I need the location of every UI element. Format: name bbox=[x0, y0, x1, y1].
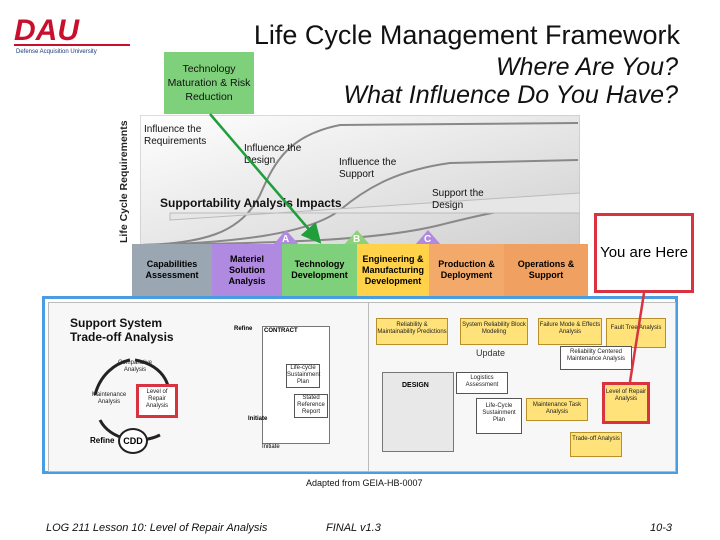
milestone-a: A bbox=[282, 234, 290, 245]
phase-capabilities-assessment: Capabilities Assessment bbox=[132, 244, 212, 296]
influence-curve-1 bbox=[141, 122, 579, 246]
design-drawing bbox=[382, 372, 454, 452]
logo-tagline: Defense Acquisition University bbox=[16, 49, 97, 55]
box-rcm: Reliability Centered Maintenance Analysi… bbox=[560, 346, 632, 370]
phase-materiel-solution-analysis: Materiel Solution Analysis bbox=[212, 244, 282, 296]
box-label: Failure Mode & Effects Analysis bbox=[539, 322, 601, 335]
label-influence-support: Influence the Support bbox=[339, 157, 397, 180]
mta-label: Maintenance Task Analysis bbox=[532, 402, 582, 415]
box-rbd-modeling: System Reliability Block Modeling bbox=[460, 318, 528, 345]
box-mta: Maintenance Task Analysis bbox=[526, 398, 588, 421]
callout-text: You are Here bbox=[600, 244, 688, 261]
cdd-label: CDD bbox=[123, 436, 143, 446]
node-lora-highlight: Level of Repair Analysis bbox=[136, 384, 178, 418]
refine-label: Refine bbox=[90, 436, 115, 445]
source-note: Adapted from GEIA-HB-0007 bbox=[306, 478, 423, 488]
label-support-design: Support the Design bbox=[432, 188, 484, 211]
milestone-c: C bbox=[424, 234, 432, 245]
ssta-title: Support System Trade-off Analysis bbox=[70, 316, 174, 344]
lcsp-doc-right: Life-Cycle Sustainment Plan bbox=[476, 398, 522, 434]
you-are-here-callout: You are Here bbox=[594, 213, 694, 293]
refine-top-label: Refine bbox=[234, 326, 253, 332]
milestone-b: B bbox=[353, 234, 361, 245]
tradeoff-label: Trade-off Analysis bbox=[572, 436, 620, 442]
dau-logo: DAU Defense Acquisition University bbox=[10, 10, 140, 56]
ssta-title-line1: Support System bbox=[70, 316, 163, 330]
box-label: Fault Tree Analysis bbox=[610, 325, 662, 331]
page-title: Life Cycle Management Framework bbox=[253, 20, 680, 50]
phase-label: Engineering & Manufacturing Development bbox=[362, 253, 424, 286]
phase-operations-support: Operations & Support bbox=[504, 244, 588, 296]
update-label: Update bbox=[476, 348, 506, 358]
label-influence-requirements: Influence the Requirements bbox=[144, 124, 207, 147]
initiate-label-2: Initiate bbox=[262, 444, 280, 450]
phase-emd: Engineering & Manufacturing Development bbox=[357, 244, 429, 296]
label-influence-design: Influence the Design bbox=[244, 143, 302, 166]
node-lora-label: Level of Repair Analysis bbox=[145, 389, 169, 409]
box-label: Reliability & Maintainability Prediction… bbox=[377, 322, 447, 335]
lcsp-doc-label: Life-cycle Sustainment Plan bbox=[287, 365, 321, 385]
ssta-title-line2: Trade-off Analysis bbox=[70, 330, 174, 344]
footer-page-number: 10-3 bbox=[650, 522, 673, 534]
phase-label: Operations & Support bbox=[517, 259, 575, 280]
phase-technology-development: Technology Development bbox=[282, 244, 357, 296]
phase-label: Production & Deployment bbox=[438, 259, 495, 280]
node-comparative-analysis: Comparative Analysis bbox=[117, 360, 152, 373]
phase-row: Capabilities Assessment Materiel Solutio… bbox=[132, 244, 588, 298]
rcm-label: Reliability Centered Maintenance Analysi… bbox=[566, 349, 626, 362]
logistics-label: Logistics Assessment bbox=[465, 375, 499, 388]
box-fmea: Failure Mode & Effects Analysis bbox=[538, 318, 602, 345]
lcsp-doc: Life-cycle Sustainment Plan bbox=[286, 364, 320, 388]
subtitle-line-2: What Influence Do You Have? bbox=[343, 81, 678, 109]
phase-label: Capabilities Assessment bbox=[145, 259, 199, 280]
logistics-assessment-doc: Logistics Assessment bbox=[456, 372, 508, 394]
box-rm-predictions: Reliability & Maintainability Prediction… bbox=[376, 318, 448, 345]
phase-label: Materiel Solution Analysis bbox=[228, 253, 266, 286]
tmrr-label: Technology Maturation & Risk Reduction bbox=[167, 63, 251, 103]
footer-course: LOG 211 Lesson 10: Level of Repair Analy… bbox=[46, 522, 268, 534]
stated-report-doc: Stated Reference Report bbox=[294, 394, 328, 418]
phase-label: Technology Development bbox=[291, 259, 348, 280]
stated-report-label: Stated Reference Report bbox=[297, 395, 325, 415]
box-lora-highlight: Level of Repair Analysis bbox=[602, 382, 650, 424]
logo-text: DAU bbox=[14, 14, 80, 47]
lora-right-label: Level of Repair Analysis bbox=[605, 389, 647, 402]
influence-panel bbox=[139, 114, 581, 249]
phase-production-deployment: Production & Deployment bbox=[429, 244, 504, 296]
design-label: DESIGN bbox=[402, 382, 429, 389]
footer-version: FINAL v1.3 bbox=[326, 522, 381, 534]
arrow-tmrr-to-td bbox=[209, 113, 322, 244]
milestone-triangles bbox=[272, 230, 442, 246]
lcsp-right-label: Life-Cycle Sustainment Plan bbox=[482, 403, 516, 423]
tmrr-phase-box: Technology Maturation & Risk Reduction bbox=[164, 52, 254, 114]
initiate-label-1: Initiate bbox=[248, 416, 268, 422]
subtitle-line-1: Where Are You? bbox=[495, 53, 678, 81]
cdd-node: CDD bbox=[118, 428, 148, 454]
node-maintenance-analysis: Maintenance Analysis bbox=[91, 392, 127, 405]
contract-label: CONTRACT bbox=[264, 328, 298, 334]
box-tradeoff: Trade-off Analysis bbox=[570, 432, 622, 457]
box-label: System Reliability Block Modeling bbox=[462, 322, 526, 335]
line-callout-to-lora bbox=[628, 292, 646, 383]
supportability-banner: Supportability Analysis Impacts bbox=[160, 196, 342, 210]
